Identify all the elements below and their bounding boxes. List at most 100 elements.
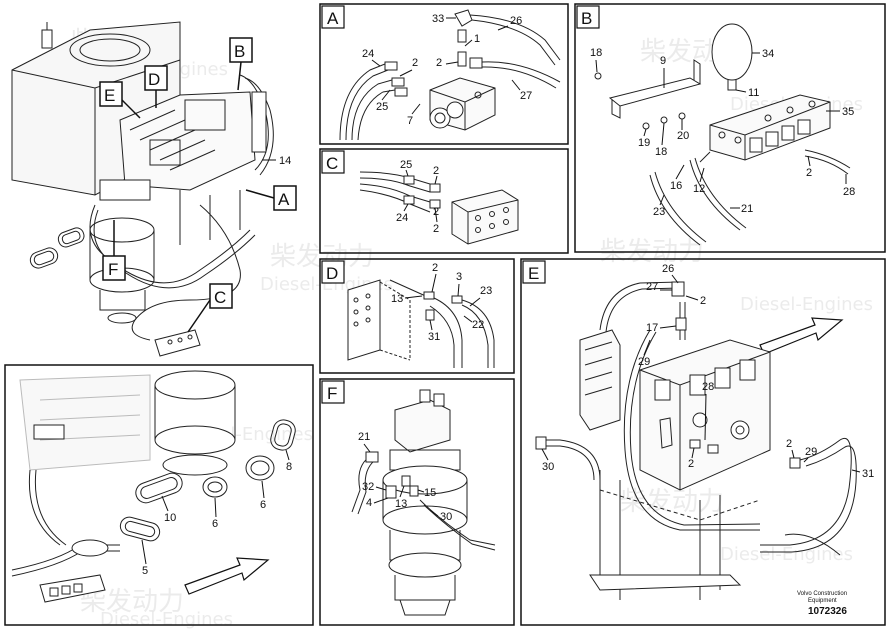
svg-text:6: 6 bbox=[260, 499, 266, 511]
svg-text:E: E bbox=[528, 264, 539, 283]
svg-text:28: 28 bbox=[843, 186, 855, 198]
overview-illustration bbox=[11, 21, 274, 357]
svg-text:35: 35 bbox=[842, 106, 854, 118]
seal-6b bbox=[245, 455, 275, 481]
part-number: 1072326 bbox=[808, 606, 847, 617]
svg-text:18: 18 bbox=[655, 146, 667, 158]
svg-text:29: 29 bbox=[638, 356, 650, 368]
svg-text:D: D bbox=[326, 264, 338, 283]
panel-a-tag bbox=[321, 5, 345, 29]
seal-10 bbox=[135, 472, 183, 504]
callout-f[interactable]: F bbox=[102, 220, 126, 281]
panel-bottom-left: 8 10 6 6 5 bbox=[4, 364, 314, 626]
svg-text:12: 12 bbox=[693, 183, 705, 195]
svg-text:24: 24 bbox=[362, 48, 374, 60]
svg-text:2: 2 bbox=[786, 438, 792, 450]
panel-a: A 33 26 bbox=[319, 3, 569, 145]
svg-text:C: C bbox=[214, 288, 226, 307]
svg-text:26: 26 bbox=[662, 263, 674, 275]
svg-text:E: E bbox=[104, 86, 115, 105]
panel-e: E bbox=[520, 258, 886, 626]
svg-text:D: D bbox=[148, 70, 160, 89]
panel-f-tag bbox=[321, 380, 345, 404]
svg-text:18: 18 bbox=[590, 47, 602, 59]
callout-d[interactable]: D bbox=[144, 65, 168, 108]
svg-text:13: 13 bbox=[391, 293, 403, 305]
svg-text:7: 7 bbox=[407, 115, 413, 127]
callout-c[interactable]: C bbox=[187, 283, 233, 333]
callout-e[interactable]: E bbox=[99, 81, 141, 119]
svg-text:6: 6 bbox=[212, 518, 218, 530]
svg-text:8: 8 bbox=[286, 461, 292, 473]
panel-b: B 18 bbox=[574, 3, 886, 253]
svg-text:Diesel-Engines: Diesel-Engines bbox=[100, 609, 233, 629]
svg-text:11: 11 bbox=[748, 87, 759, 99]
panel-d: D 2 3 23 13 22 31 bbox=[319, 258, 515, 374]
svg-text:32: 32 bbox=[362, 481, 374, 493]
svg-text:B: B bbox=[581, 9, 592, 28]
panel-f: F 21 32 15 bbox=[319, 378, 515, 626]
svg-text:13: 13 bbox=[395, 498, 407, 510]
panel-b-labels: 18 9 34 11 35 19 20 18 16 12 2 28 23 bbox=[590, 47, 855, 218]
svg-text:27: 27 bbox=[520, 90, 532, 102]
svg-text:Diesel-Engines: Diesel-Engines bbox=[720, 544, 853, 565]
svg-text:25: 25 bbox=[400, 159, 412, 171]
svg-text:2: 2 bbox=[433, 165, 439, 177]
overview-callouts: B D E A F C 14 bbox=[99, 37, 297, 333]
svg-text:B: B bbox=[234, 42, 245, 61]
callout-a[interactable]: A bbox=[245, 185, 297, 211]
svg-text:Diesel-Engines: Diesel-Engines bbox=[740, 294, 873, 315]
svg-text:9: 9 bbox=[660, 55, 666, 67]
seal-8 bbox=[270, 419, 296, 451]
svg-text:2: 2 bbox=[806, 167, 812, 179]
svg-text:2: 2 bbox=[412, 57, 418, 69]
direction-arrow-bl bbox=[184, 557, 270, 595]
svg-text:F: F bbox=[327, 384, 337, 403]
svg-text:1: 1 bbox=[474, 33, 480, 45]
svg-text:2: 2 bbox=[433, 223, 439, 235]
panel-d-tag bbox=[321, 260, 345, 284]
panel-c-labels: 25 2 2 24 2 bbox=[396, 159, 439, 235]
svg-text:16: 16 bbox=[670, 180, 682, 192]
svg-text:15: 15 bbox=[424, 487, 436, 499]
svg-text:21: 21 bbox=[741, 203, 753, 215]
panel-bl-labels: 8 10 6 6 5 bbox=[141, 449, 292, 577]
svg-text:柴发动力: 柴发动力 bbox=[620, 487, 724, 517]
svg-text:2: 2 bbox=[688, 458, 694, 470]
svg-text:26: 26 bbox=[510, 15, 522, 27]
panel-d-labels: 2 3 23 13 22 31 bbox=[391, 262, 492, 343]
svg-text:25: 25 bbox=[376, 101, 388, 113]
panel-c: C 25 2 2 24 2 bbox=[319, 148, 569, 254]
panel-b-tag bbox=[576, 5, 600, 29]
panel-a-labels: 33 26 1 24 2 2 25 7 27 bbox=[362, 13, 532, 127]
svg-text:31: 31 bbox=[428, 331, 440, 343]
svg-text:28: 28 bbox=[702, 381, 714, 393]
svg-text:34: 34 bbox=[762, 48, 774, 60]
svg-text:F: F bbox=[108, 260, 118, 279]
svg-text:A: A bbox=[278, 190, 290, 209]
svg-text:2: 2 bbox=[432, 262, 438, 274]
svg-text:31: 31 bbox=[862, 468, 874, 480]
svg-text:24: 24 bbox=[396, 212, 408, 224]
svg-text:20: 20 bbox=[677, 130, 689, 142]
svg-text:Equipment: Equipment bbox=[808, 598, 837, 604]
svg-text:21: 21 bbox=[358, 431, 370, 443]
seal-5 bbox=[119, 516, 161, 542]
svg-text:5: 5 bbox=[142, 565, 148, 577]
svg-text:23: 23 bbox=[653, 206, 665, 218]
panel-c-tag bbox=[321, 150, 345, 174]
overview-label-14: 14 bbox=[262, 155, 291, 167]
callout-b[interactable]: B bbox=[229, 37, 253, 91]
svg-text:23: 23 bbox=[480, 285, 492, 297]
svg-text:30: 30 bbox=[542, 461, 554, 473]
svg-text:10: 10 bbox=[164, 512, 176, 524]
svg-text:4: 4 bbox=[366, 497, 372, 509]
svg-text:Volvo Construction: Volvo Construction bbox=[797, 591, 847, 597]
svg-text:17: 17 bbox=[646, 322, 658, 334]
direction-arrow-e bbox=[759, 317, 844, 355]
svg-text:A: A bbox=[327, 9, 339, 28]
svg-text:C: C bbox=[326, 154, 338, 173]
svg-text:3: 3 bbox=[456, 271, 462, 283]
svg-text:2: 2 bbox=[700, 295, 706, 307]
